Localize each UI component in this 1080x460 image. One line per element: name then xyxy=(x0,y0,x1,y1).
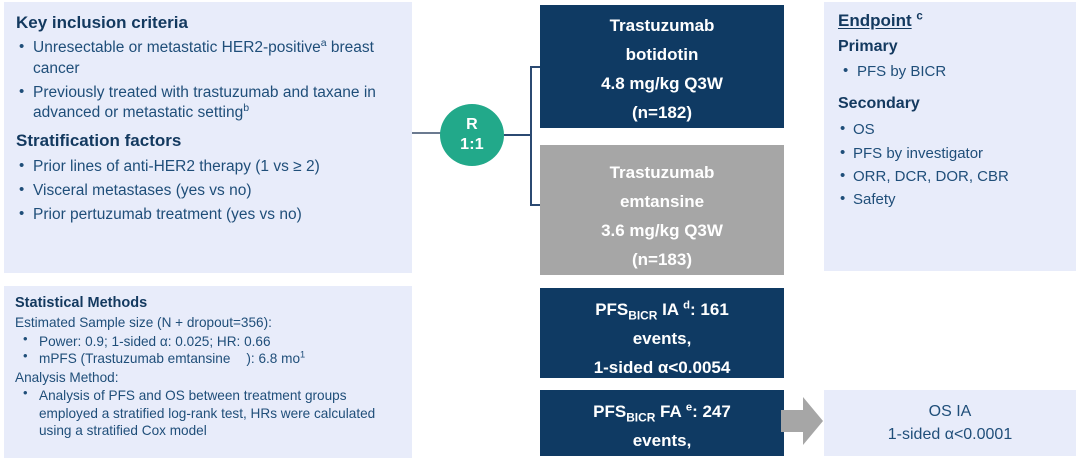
ia-label-tail: : 161 xyxy=(690,300,729,319)
list-item: Prior pertuzumab treatment (yes vs no) xyxy=(16,204,400,225)
list-item: mPFS (Trastuzumab emtansine ): 6.8 mo1 xyxy=(15,348,402,367)
arm2-line-2: 3.6 mg/kg Q3W xyxy=(601,221,723,240)
mpfs-prefix: mPFS (Trastuzumab emtansine xyxy=(39,351,231,367)
ia-line-2: 1-sided α<0.0054 xyxy=(593,358,731,377)
statistical-methods-heading: Statistical Methods xyxy=(15,295,148,311)
inclusion-item-1-text: Previously treated with trastuzumab and … xyxy=(33,83,376,122)
list-item: OS xyxy=(838,117,1064,141)
fa-line-1: events, xyxy=(632,431,692,450)
analysis-method-bullets: Analysis of PFS and OS between treatment… xyxy=(15,385,402,439)
pfs-final-analysis-box: PFSBICR FA e: 247 events, 1-sided α<0.02… xyxy=(540,390,784,456)
arm2-line-3: (n=183) xyxy=(632,250,692,269)
treatment-arm-experimental: Trastuzumab botidotin 4.8 mg/kg Q3W (n=1… xyxy=(540,5,784,128)
fa-line-2: 1-sided α<0.0221 xyxy=(594,455,731,456)
ia-label-sub: BICR xyxy=(628,308,658,323)
endpoints-title-text: Endpoint xyxy=(838,11,912,30)
list-item: Analysis of PFS and OS between treatment… xyxy=(15,385,402,439)
arm1-line-1: botidotin xyxy=(625,45,699,64)
os-ia-title: OS IA xyxy=(928,402,972,420)
fa-label-main: PFS xyxy=(593,402,627,421)
ia-label-rest: IA xyxy=(657,300,684,319)
fa-line-0: PFSBICR FA e: 247 xyxy=(593,397,731,426)
stratification-heading: Stratification factors xyxy=(16,131,182,151)
ia-line-1: events, xyxy=(632,329,692,348)
list-item: Visceral metastases (yes vs no) xyxy=(16,180,400,201)
endpoints-panel: Endpoint c Primary PFS by BICR Secondary… xyxy=(824,2,1076,271)
sample-size-line: Estimated Sample size (N + dropout=356): xyxy=(15,315,272,331)
secondary-endpoint-list: OS PFS by investigator ORR, DCR, DOR, CB… xyxy=(838,117,1064,211)
inclusion-criteria-heading: Key inclusion criteria xyxy=(16,13,188,32)
treatment-arm-control: Trastuzumab emtansine 3.6 mg/kg Q3W (n=1… xyxy=(540,145,784,275)
inclusion-item-0-tail: breast cancer xyxy=(33,39,374,77)
mpfs-suffix: ): 6.8 mo xyxy=(246,351,301,367)
footnote-marker-a: a xyxy=(320,37,327,50)
primary-endpoint-list: PFS by BICR xyxy=(838,60,1064,82)
list-item: Safety xyxy=(838,187,1064,211)
primary-endpoint-heading: Primary xyxy=(838,38,898,55)
randomization-label: R xyxy=(466,116,478,134)
arm1-line-0: Trastuzumab xyxy=(609,16,715,35)
list-item: Previously treated with trastuzumab and … xyxy=(16,82,400,124)
connector-spine xyxy=(530,66,532,206)
secondary-endpoint-heading: Secondary xyxy=(838,95,920,113)
list-item: PFS by investigator xyxy=(838,141,1064,165)
list-item: Unresectable or metastatic HER2-positive… xyxy=(16,37,400,79)
fa-label-tail: : 247 xyxy=(692,402,731,421)
footnote-marker-b: b xyxy=(243,101,250,114)
list-item: PFS by BICR xyxy=(838,60,1064,82)
list-item: Prior lines of anti-HER2 therapy (1 vs ≥… xyxy=(16,156,400,177)
footnote-marker-e: e xyxy=(685,401,693,414)
sample-size-bullets: Power: 0.9; 1-sided α: 0.025; HR: 0.66 m… xyxy=(15,331,402,368)
statistical-methods-panel: Statistical Methods Estimated Sample siz… xyxy=(4,286,412,458)
analysis-method-line: Analysis Method: xyxy=(15,369,119,385)
ia-label-main: PFS xyxy=(595,300,629,319)
pfs-interim-analysis-box: PFSBICR IA d: 161 events, 1-sided α<0.00… xyxy=(540,288,784,378)
inclusion-item-0-text: Unresectable or metastatic HER2-positive xyxy=(33,39,321,57)
os-interim-analysis-panel: OS IA 1-sided α<0.0001 xyxy=(824,390,1076,456)
footnote-marker-d: d xyxy=(683,299,691,312)
fa-label-rest: FA xyxy=(655,402,686,421)
stratification-list: Prior lines of anti-HER2 therapy (1 vs ≥… xyxy=(16,156,400,226)
arm1-line-3: (n=182) xyxy=(632,103,692,122)
inclusion-criteria-list: Unresectable or metastatic HER2-positive… xyxy=(16,37,400,124)
arm2-line-1: emtansine xyxy=(619,192,705,211)
list-item: Power: 0.9; 1-sided α: 0.025; HR: 0.66 xyxy=(15,331,402,350)
arm1-line-2: 4.8 mg/kg Q3W xyxy=(601,74,723,93)
randomization-node: R 1:1 xyxy=(440,104,504,166)
randomization-inflow-line xyxy=(412,132,446,134)
endpoints-title: Endpoint c xyxy=(838,11,1064,31)
footnote-marker-c: c xyxy=(916,10,923,23)
arm2-line-0: Trastuzumab xyxy=(609,163,715,182)
footnote-marker-1: 1 xyxy=(300,349,306,360)
fa-label-sub: BICR xyxy=(626,410,656,425)
list-item: ORR, DCR, DOR, CBR xyxy=(838,164,1064,188)
right-arrow-icon xyxy=(781,397,823,445)
randomization-ratio: 1:1 xyxy=(460,136,484,153)
inclusion-criteria-panel: Key inclusion criteria Unresectable or m… xyxy=(4,2,412,273)
connector-stem xyxy=(504,134,532,136)
ia-line-0: PFSBICR IA d: 161 xyxy=(595,295,729,324)
os-ia-alpha: 1-sided α<0.0001 xyxy=(887,426,1013,443)
